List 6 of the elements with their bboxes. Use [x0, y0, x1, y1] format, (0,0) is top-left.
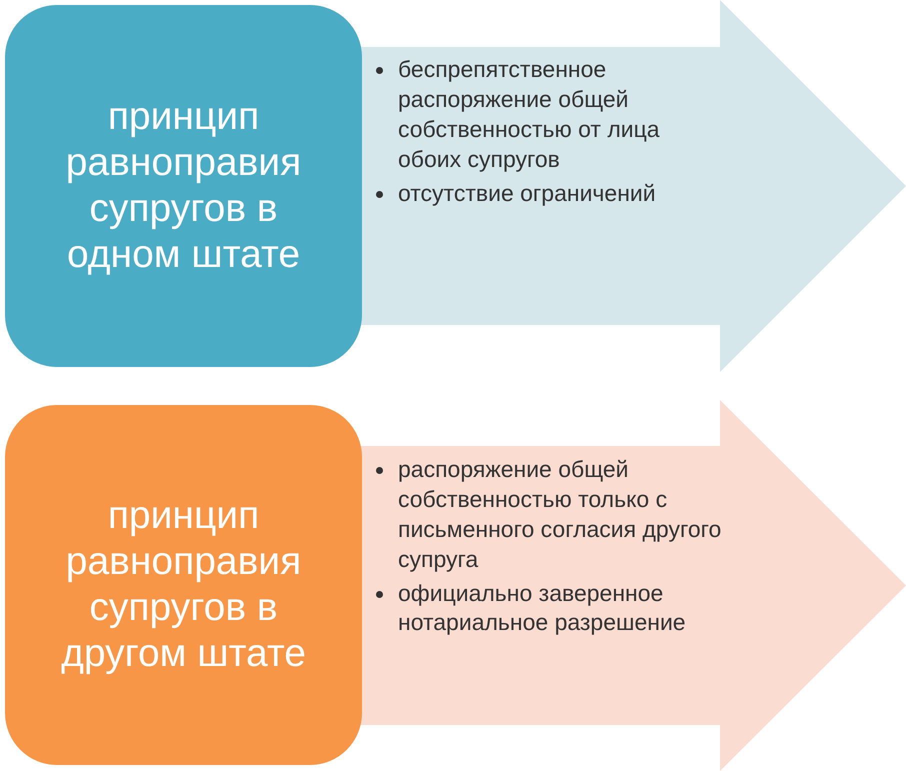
box-title: принцип равноправия супругов в одном штате [64, 94, 302, 278]
bullet-text: официально заверенное нотариальное разрешение [398, 580, 686, 636]
rounded-box [5, 405, 362, 765]
box-title: принцип равноправия супругов в другом штате [60, 492, 307, 678]
bullet-text: отсутствие ограничений [398, 180, 656, 206]
rounded-box [5, 5, 362, 367]
